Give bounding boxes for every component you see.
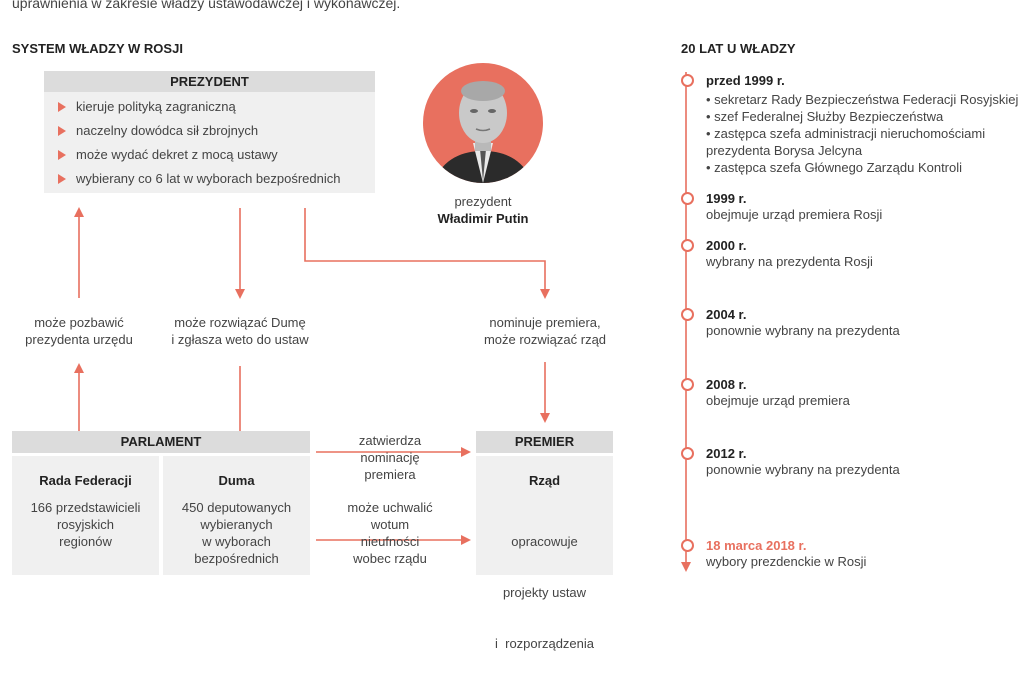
timeline-dot — [681, 447, 694, 460]
timeline-dot-highlight — [681, 539, 694, 552]
prezydent-item: może wydać dekret z mocą ustawy — [58, 147, 278, 162]
portrait-role: prezydent — [454, 194, 512, 209]
rada-title: Rada Federacji — [39, 473, 132, 488]
bullet-arrow-icon — [58, 125, 66, 136]
prezydent-header: PREZYDENT — [44, 71, 375, 92]
portrait-name: Władimir Putin — [437, 211, 529, 226]
duma-box: Duma 450 deputowanych wybieranych w wybo… — [163, 456, 310, 575]
label-nominate: nominuje premiera, może rozwiązać rząd — [483, 315, 607, 347]
timeline-entry-highlight: 18 marca 2018 r. wybory prezdenckie w Ro… — [706, 538, 867, 569]
timeline-entry: 2008 r. obejmuje urząd premiera — [706, 377, 850, 408]
timeline-dot — [681, 239, 694, 252]
timeline-dot — [681, 192, 694, 205]
rada-desc: 166 przedstawicieli rosyjskich regionów — [30, 500, 141, 549]
label-dissolve: może rozwiązać Dumę i zgłasza weto do us… — [171, 315, 309, 347]
prezydent-box: PREZYDENT kieruje polityką zagraniczną n… — [44, 71, 375, 193]
label-impeach: może pozbawić prezydenta urzędu — [25, 315, 133, 347]
bullet-arrow-icon — [58, 101, 66, 112]
timeline-entry: przed 1999 r. • sekretarz Rady Bezpiecze… — [706, 73, 1019, 175]
premier-header: PREMIER — [476, 431, 613, 453]
parlament-header: PARLAMENT — [12, 431, 310, 453]
timeline-dot — [681, 308, 694, 321]
prezydent-item: naczelny dowódca sił zbrojnych — [58, 123, 258, 138]
label-approve: zatwierdza nominację premiera — [358, 433, 422, 482]
rzad-desc: opracowuje projekty ustaw i rozporządzen… — [495, 534, 594, 651]
duma-desc: 450 deputowanych wybieranych w wyborach … — [181, 500, 292, 566]
prezydent-item: kieruje polityką zagraniczną — [58, 99, 236, 114]
timeline-dot — [681, 378, 694, 391]
portrait-silhouette-icon — [433, 81, 533, 183]
bullet-arrow-icon — [58, 149, 66, 160]
rzad-title: Rząd — [528, 473, 561, 488]
label-noconfidence: może uchwalić wotum nieufności wobec rzą… — [347, 500, 433, 566]
arrow-nominate-upper — [304, 208, 550, 299]
system-title: SYSTEM WŁADZY W ROSJI — [12, 41, 183, 56]
timeline-title: 20 LAT U WŁADZY — [681, 41, 796, 56]
prezydent-item: wybierany co 6 lat w wyborach bezpośredn… — [58, 171, 340, 186]
timeline-entry: 1999 r. obejmuje urząd premiera Rosji — [706, 191, 883, 222]
timeline-entry: 2000 r. wybrany na prezydenta Rosji — [706, 238, 873, 269]
timeline-dot — [681, 74, 694, 87]
timeline-entry: 2012 r. ponownie wybrany na prezydenta — [706, 446, 900, 477]
premier-box: Rząd opracowuje projekty ustaw i rozporz… — [476, 456, 613, 651]
portrait-image — [423, 63, 543, 183]
duma-title: Duma — [218, 473, 255, 488]
rada-federacji-box: Rada Federacji 166 przedstawicieli rosyj… — [12, 456, 159, 575]
bullet-arrow-icon — [58, 173, 66, 184]
timeline-entry: 2004 r. ponownie wybrany na prezydenta — [706, 307, 900, 338]
intro-text: uprawnienia w zakresie władzy ustawodawc… — [12, 0, 401, 11]
